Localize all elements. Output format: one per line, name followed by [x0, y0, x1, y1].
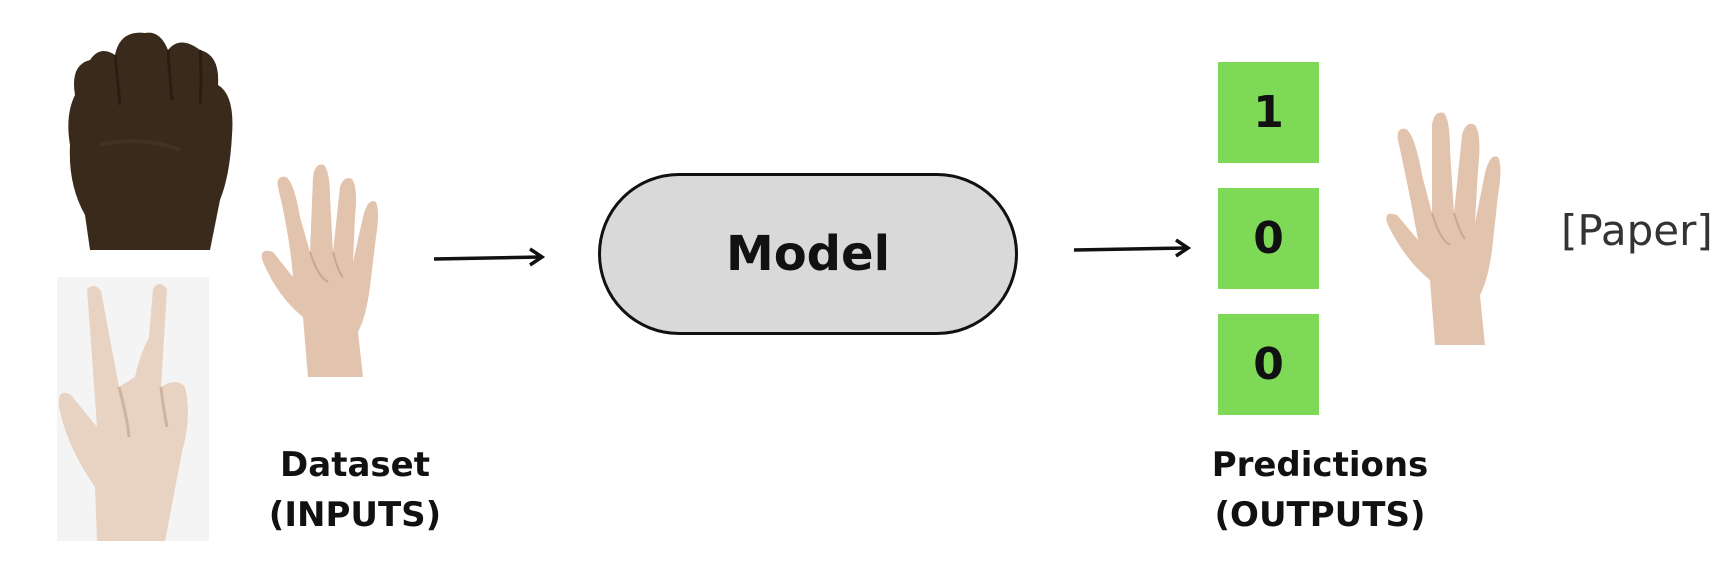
predictions-caption-line2: (OUTPUTS)	[1214, 495, 1426, 535]
dataset-caption-line2: (INPUTS)	[268, 495, 442, 535]
prediction-box-2: 0	[1218, 188, 1319, 289]
output-arrow	[1073, 238, 1192, 258]
prediction-box-3: 0	[1218, 314, 1319, 415]
scissors-hand-image	[57, 277, 209, 541]
predictions-caption: Predictions (OUTPUTS)	[1200, 440, 1440, 540]
predictions-caption-line1: Predictions	[1211, 445, 1429, 485]
rock-hand-image	[60, 25, 236, 253]
result-label: [Paper]	[1561, 206, 1713, 255]
dataset-caption: Dataset (INPUTS)	[250, 440, 460, 540]
model-box: Model	[598, 173, 1018, 335]
prediction-value: 0	[1253, 339, 1284, 390]
prediction-value: 0	[1253, 213, 1284, 264]
input-arrow	[433, 247, 546, 267]
model-label: Model	[725, 226, 891, 282]
paper-hand-image	[258, 157, 398, 377]
dataset-caption-line1: Dataset	[280, 445, 430, 485]
result-paper-hand-image	[1370, 105, 1520, 345]
prediction-value: 1	[1253, 87, 1284, 138]
prediction-box-1: 1	[1218, 62, 1319, 163]
